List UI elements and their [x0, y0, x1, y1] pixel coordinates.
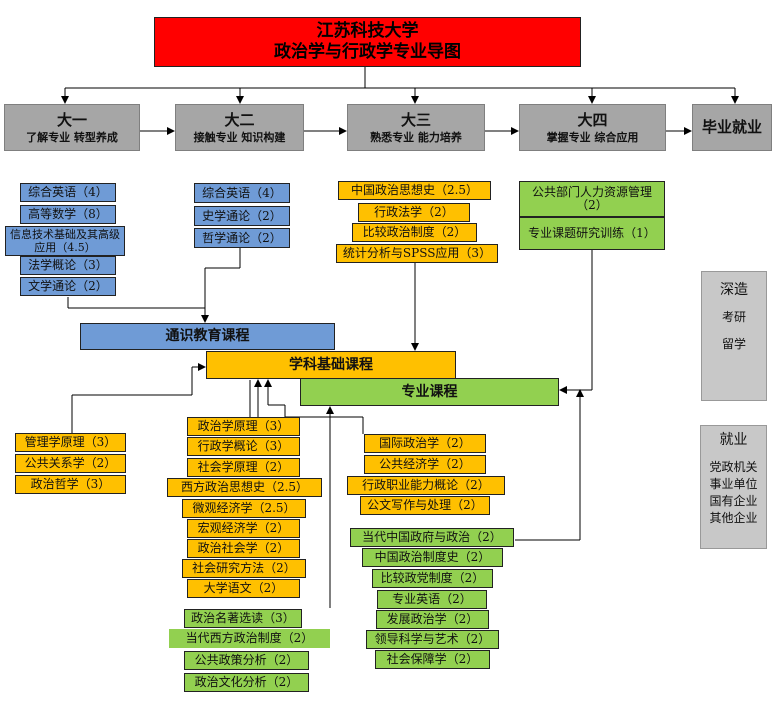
- foundation-course: 社会学原理（2）: [187, 458, 300, 477]
- year-4-desc: 掌握专业 综合应用: [546, 130, 639, 144]
- year-3-name: 大三: [400, 110, 431, 129]
- further-study-title: 深造: [720, 282, 748, 298]
- foundation-course: 政治学原理（3）: [187, 417, 300, 436]
- foundation-course: 社会研究方法（2）: [182, 559, 306, 578]
- foundation-category: 学科基础课程: [206, 351, 456, 379]
- graduation-name: 毕业就业: [701, 118, 762, 136]
- major-course: 政治名著选读（3）: [184, 609, 302, 628]
- year-4-box: 大四 掌握专业 综合应用: [519, 104, 666, 151]
- employment-box: 就业 党政机关 事业单位 国有企业 其他企业: [700, 425, 767, 549]
- year1-course: 文学通论（2）: [20, 277, 116, 296]
- major-course: 当代中国政府与政治（2）: [350, 528, 514, 547]
- year3-course: 比较政治制度（2）: [352, 223, 477, 242]
- foundation-course: 公文写作与处理（2）: [360, 496, 490, 515]
- employment-title: 就业: [719, 432, 748, 448]
- year2-course: 综合英语（4）: [194, 183, 290, 203]
- foundation-course: 管理学原理（3）: [15, 433, 126, 452]
- foundation-course: 行政学概论（3）: [187, 437, 300, 456]
- year4-course-text: 公共部门人力资源管理（2）: [531, 185, 652, 212]
- title-line2: 政治学与行政学专业导图: [274, 42, 461, 62]
- foundation-course: 宏观经济学（2）: [187, 519, 300, 538]
- year2-course: 史学通论（2）: [194, 206, 290, 226]
- year1-course: 综合英语（4）: [20, 183, 116, 202]
- title-line1: 江苏科技大学: [316, 21, 419, 41]
- year4-course: 公共部门人力资源管理（2）: [519, 181, 665, 217]
- employment-item: 党政机关: [709, 460, 758, 474]
- year-2-name: 大二: [224, 110, 255, 129]
- major-course: 领导科学与艺术（2）: [366, 630, 499, 649]
- major-course: 中国政治制度史（2）: [362, 548, 503, 567]
- year3-course: 统计分析与SPSS应用（3）: [336, 244, 498, 263]
- foundation-course: 政治社会学（2）: [187, 539, 300, 558]
- year1-course: 法学概论（3）: [20, 256, 116, 275]
- year-3-desc: 熟悉专业 能力培养: [370, 130, 462, 144]
- year-2-desc: 接触专业 知识构建: [193, 130, 286, 144]
- foundation-course: 国际政治学（2）: [364, 434, 486, 453]
- major-course: 社会保障学（2）: [375, 650, 490, 669]
- further-study-item: 留学: [721, 337, 746, 351]
- foundation-course: 公共经济学（2）: [364, 455, 486, 474]
- major-course: 当代西方政治制度（2）: [169, 629, 330, 648]
- employment-item: 国有企业: [709, 494, 758, 508]
- year2-course: 哲学通论（2）: [194, 228, 290, 248]
- major-category: 专业课程: [300, 378, 559, 406]
- major-course: 公共政策分析（2）: [184, 651, 309, 670]
- year1-course: 信息技术基础及其高级应用（4.5）: [5, 226, 125, 256]
- foundation-course: 西方政治思想史（2.5）: [167, 478, 322, 497]
- further-study-item: 考研: [721, 310, 746, 324]
- major-course: 比较政党制度（2）: [372, 569, 493, 588]
- year4-course: 专业课题研究训练（1）: [519, 217, 665, 250]
- year-3-box: 大三 熟悉专业 能力培养: [347, 104, 485, 151]
- foundation-course: 公共关系学（2）: [15, 454, 126, 473]
- year-1-desc: 了解专业 转型养成: [26, 130, 118, 144]
- year1-course-text: 信息技术基础及其高级应用（4.5）: [10, 228, 120, 254]
- year1-course: 高等数学（8）: [20, 205, 116, 224]
- foundation-course: 大学语文（2）: [187, 579, 300, 598]
- year-4-name: 大四: [577, 110, 608, 129]
- year3-course: 行政法学（2）: [358, 203, 470, 222]
- major-course: 专业英语（2）: [377, 590, 487, 609]
- foundation-course: 行政职业能力概论（2）: [347, 476, 505, 495]
- year-1-name: 大一: [56, 110, 87, 129]
- foundation-course: 政治哲学（3）: [15, 475, 126, 494]
- graduation-box: 毕业就业: [692, 104, 772, 151]
- year-1-box: 大一 了解专业 转型养成: [4, 104, 140, 151]
- employment-item: 事业单位: [709, 477, 758, 491]
- general-education-category: 通识教育课程: [80, 323, 335, 350]
- diagram-title: 江苏科技大学 政治学与行政学专业导图: [154, 17, 581, 67]
- year3-course: 中国政治思想史（2.5）: [338, 181, 491, 200]
- major-course: 政治文化分析（2）: [184, 673, 309, 692]
- major-course: 发展政治学（2）: [376, 610, 489, 629]
- employment-item: 其他企业: [709, 511, 758, 525]
- foundation-course: 微观经济学（2.5）: [182, 499, 306, 518]
- year4-course-text: 专业课题研究训练（1）: [528, 226, 656, 240]
- year-2-box: 大二 接触专业 知识构建: [175, 104, 304, 151]
- further-study-box: 深造 考研 留学: [701, 271, 767, 401]
